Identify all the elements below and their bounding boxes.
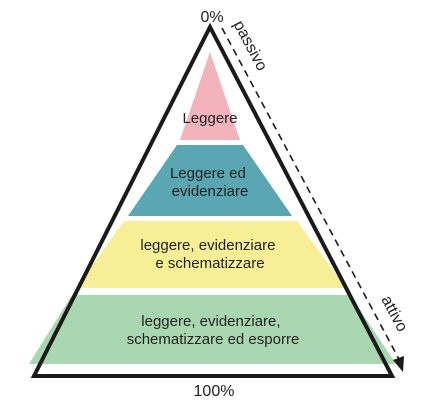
level-3-line-1: leggere, evidenziare [140,237,275,254]
level-1-line-1: Leggere [182,110,237,127]
level-2-band [128,145,292,216]
passive-active-arrow-line [221,27,401,362]
level-texts: Leggere Leggere ed evidenziare leggere, … [127,110,300,348]
top-percent-label: 0% [200,9,223,26]
bottom-percent-label: 100% [194,383,235,400]
level-3-text: leggere, evidenziare e schematizzare [140,237,279,272]
level-2-line-1: Leggere ed [170,165,246,182]
level-3-line-2: e schematizzare [155,255,264,272]
level-4-line-1: leggere, evidenziare, [141,313,280,330]
level-3-band [76,221,346,288]
level-4-band [29,295,396,364]
pyramid-outline [30,22,396,378]
level-4-line-2: schematizzare ed esporre [127,331,300,348]
level-2-text: Leggere ed evidenziare [170,165,250,200]
arrow-head-icon [393,356,404,372]
level-2-line-2: evidenziare [172,183,249,200]
passive-label: passivo [230,18,271,74]
level-1-text: Leggere [182,110,237,127]
level-4-text: leggere, evidenziare, schematizzare ed e… [127,313,300,348]
level-1-band [180,52,240,140]
